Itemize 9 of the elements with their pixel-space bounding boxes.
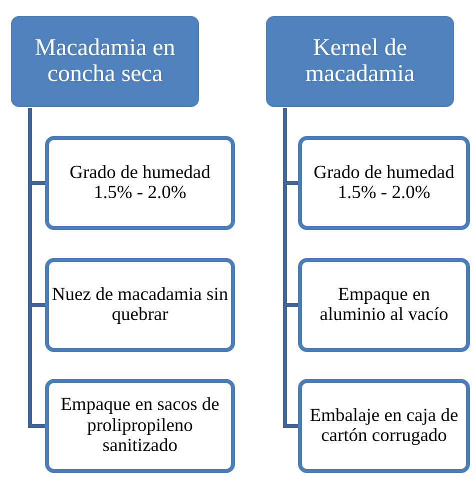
connector-line	[28, 108, 45, 428]
item-box: Grado de humedad 1.5% - 2.0%	[45, 136, 235, 230]
item-box: Empaque en aluminio al vacío	[298, 258, 470, 352]
header-box: Macadamia en concha seca	[10, 15, 200, 108]
item-box: Grado de humedad 1.5% - 2.0%	[298, 136, 470, 230]
item-box: Embalaje en caja de cartón corrugado	[298, 379, 470, 473]
header-box: Kernel de macadamia	[265, 15, 455, 108]
item-box: Nuez de macadamia sin quebrar	[45, 258, 235, 352]
item-box: Empaque en sacos de prolipropileno sanitizado	[45, 379, 235, 473]
